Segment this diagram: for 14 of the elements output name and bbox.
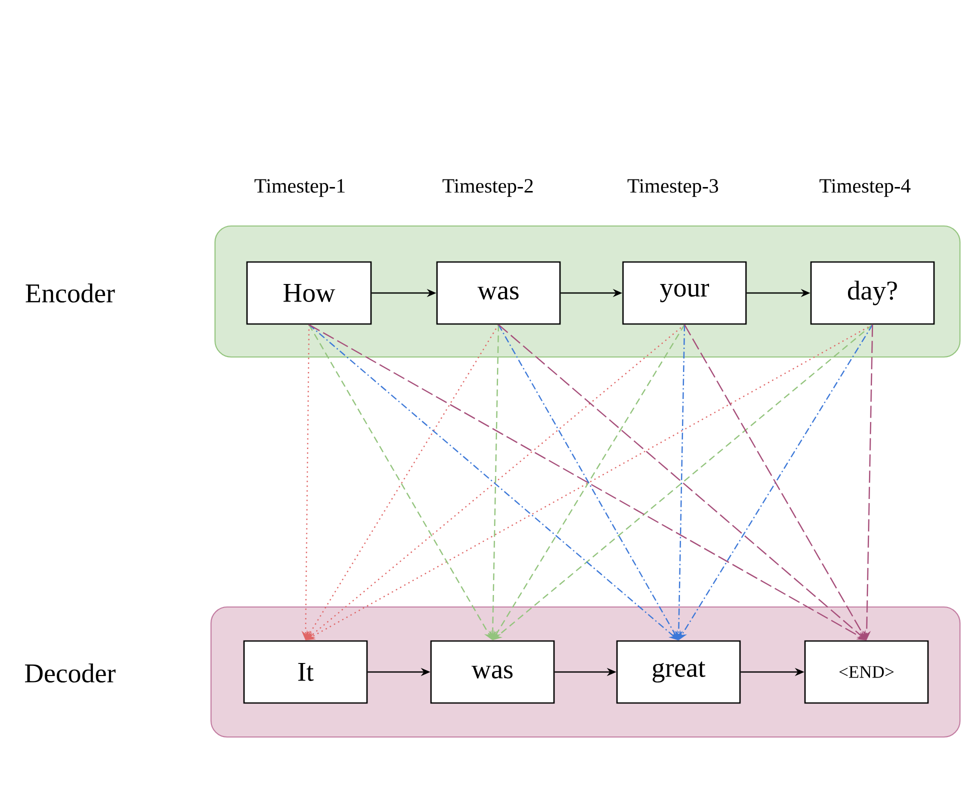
word-box: was [430,640,555,704]
word-box: day? [810,261,935,325]
word-box: How [246,261,372,325]
timestep-label: Timestep-2 [442,179,533,197]
timestep-label: Timestep-3 [628,179,718,197]
word-box: <END> [804,640,929,704]
node-label: Decoder [25,663,116,682]
timestep-label: Timestep-4 [820,179,911,197]
word-box: great [616,640,741,704]
node-label: Encoder [26,283,115,302]
word-box: your [622,261,747,325]
word-box: It [243,640,368,704]
word-box: was [436,261,561,325]
timestep-label: Timestep-1 [254,179,345,197]
